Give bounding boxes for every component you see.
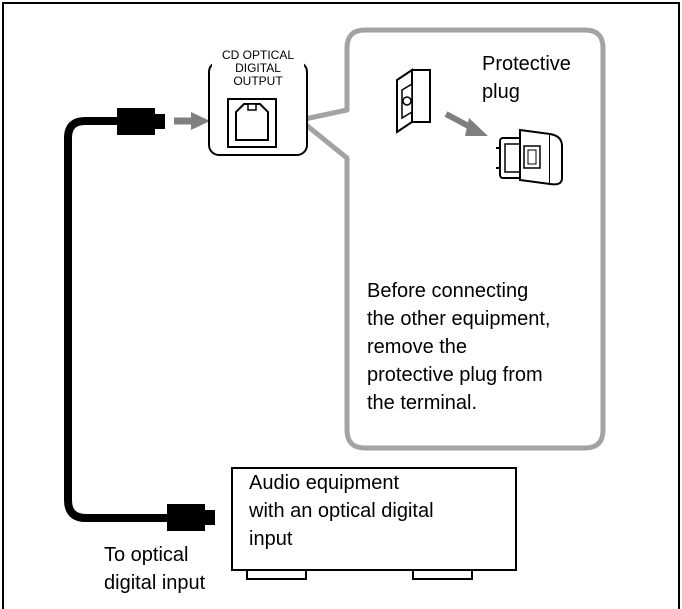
panel-label-line-1: CD OPTICAL [222,48,294,62]
callout-title-line-1: Protective [482,53,571,75]
panel-label-mask [212,46,304,90]
equipment-label-line-2: with an optical digital [248,500,434,522]
optical-output-panel: CD OPTICAL DIGITAL OUTPUT [208,46,308,156]
instruction-line-5: the terminal. [367,392,477,414]
cable-label-line-1: To optical [104,544,189,566]
remove-arrow [444,111,488,136]
instruction-line-3: remove the [367,336,467,358]
cable-plug-bottom [167,504,215,531]
optical-cable [64,117,174,522]
cable-label-line-2: digital input [104,572,206,594]
panel-label-line-2: DIGITAL [235,61,281,75]
instruction-line-2: the other equipment, [367,308,550,330]
callout-title-line-2: plug [482,81,520,103]
protective-plug [496,128,563,186]
equipment-label-line-1: Audio equipment [249,472,400,494]
audio-equipment-box [231,467,517,580]
optical-jack [227,98,277,148]
cable-plug-top [117,108,165,135]
instruction-line-4: protective plug from [367,364,543,386]
instruction-line-1: Before connecting [367,280,528,302]
terminal-socket [396,68,431,134]
insert-arrow [174,112,210,130]
panel-label-line-3: OUTPUT [233,74,283,88]
equipment-label-line-3: input [249,528,293,550]
